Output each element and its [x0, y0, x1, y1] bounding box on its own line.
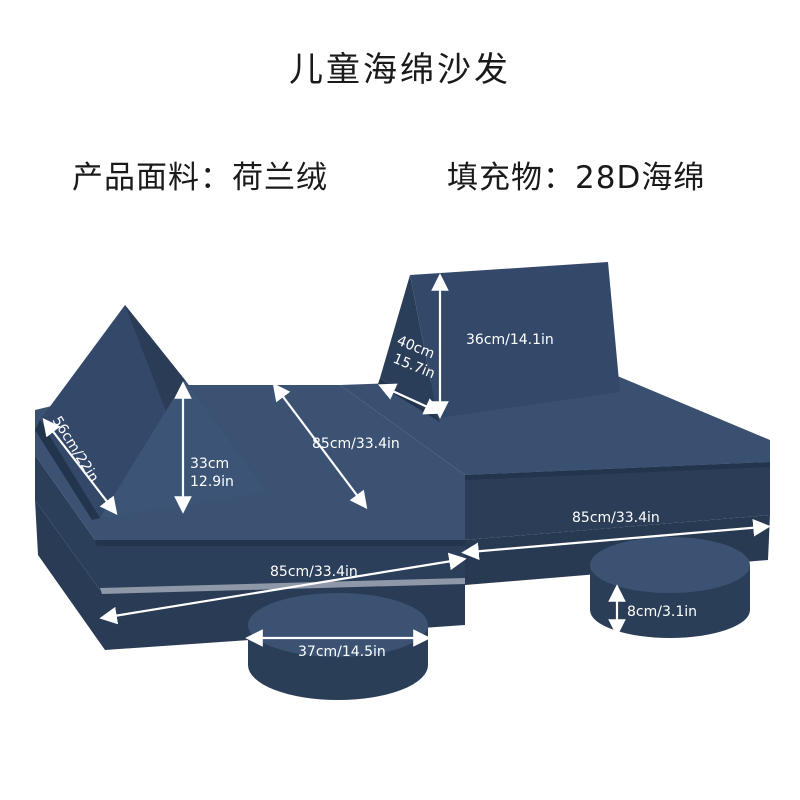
- round-cushion-diameter-label: 37cm/14.5in: [298, 644, 386, 660]
- product-title: 儿童海绵沙发: [289, 50, 511, 90]
- left-cushion-length-label: 85cm/33.4in: [312, 436, 400, 452]
- round-cushion-right: [590, 537, 750, 638]
- front-base-width-label: 85cm/33.4in: [270, 564, 358, 580]
- left-wedge-height-in-label: 12.9in: [190, 474, 234, 490]
- filling-spec: 填充物：28D海绵: [447, 160, 706, 196]
- right-wedge-height-label: 36cm/14.1in: [466, 332, 554, 348]
- left-wedge-height-cm-label: 33cm: [190, 456, 229, 472]
- dimension-arrows: [42, 273, 771, 647]
- fabric-spec: 产品面料：荷兰绒: [72, 160, 328, 196]
- right-base-width-label: 85cm/33.4in: [572, 510, 660, 526]
- round-cushion-height-label: 8cm/3.1in: [627, 604, 697, 620]
